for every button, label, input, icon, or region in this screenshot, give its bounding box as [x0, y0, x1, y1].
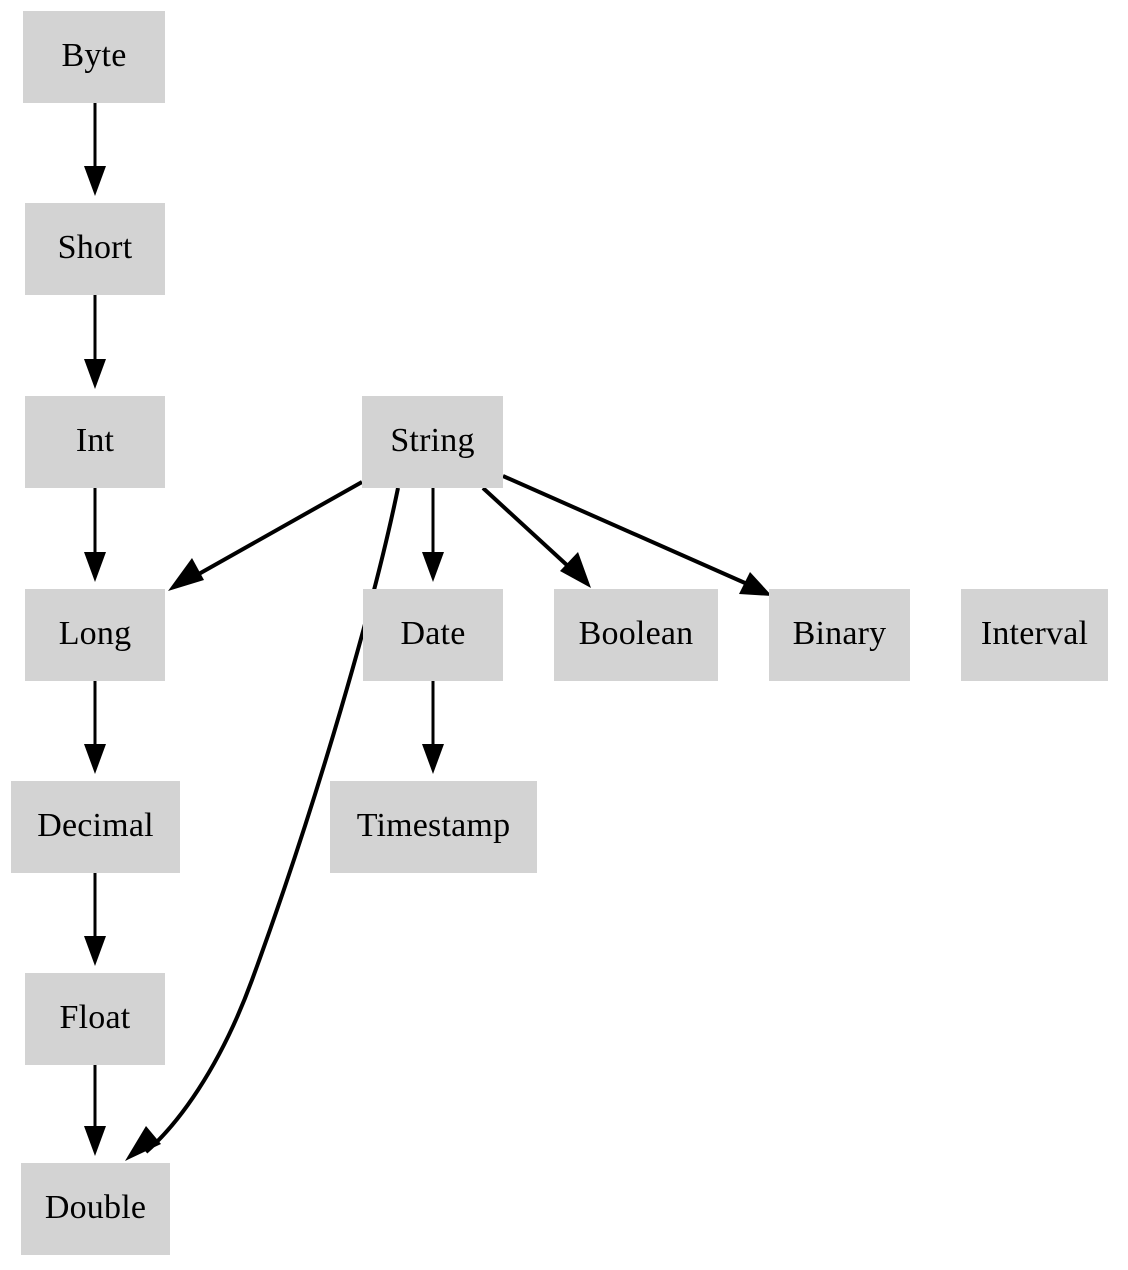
node-double[interactable]: Double — [21, 1163, 170, 1255]
node-byte-label: Byte — [61, 37, 127, 74]
node-date-label: Date — [400, 615, 466, 652]
node-short-label: Short — [57, 229, 133, 266]
node-interval-label: Interval — [980, 615, 1089, 652]
edge-string-date — [422, 488, 444, 582]
node-long[interactable]: Long — [25, 589, 165, 681]
edge-int-long — [84, 488, 106, 582]
node-timestamp-label: Timestamp — [356, 807, 511, 844]
edge-string-binary — [502, 474, 772, 596]
node-string-label: String — [390, 422, 475, 459]
node-byte[interactable]: Byte — [23, 11, 165, 103]
node-decimal[interactable]: Decimal — [11, 781, 180, 873]
node-boolean[interactable]: Boolean — [554, 589, 718, 681]
node-binary[interactable]: Binary — [769, 589, 910, 681]
node-boolean-label: Boolean — [578, 615, 694, 652]
node-int-label: Int — [75, 422, 115, 459]
node-string[interactable]: String — [362, 396, 503, 488]
edge-string-long — [168, 480, 363, 591]
node-binary-label: Binary — [792, 615, 887, 652]
node-decimal-label: Decimal — [37, 807, 154, 844]
node-long-label: Long — [58, 615, 132, 652]
node-timestamp[interactable]: Timestamp — [330, 781, 537, 873]
edge-byte-short — [84, 103, 106, 196]
node-short[interactable]: Short — [25, 203, 165, 295]
node-float-label: Float — [59, 999, 131, 1036]
edge-short-int — [84, 295, 106, 389]
edge-decimal-float — [84, 873, 106, 966]
node-int[interactable]: Int — [25, 396, 165, 488]
edge-string-boolean — [481, 486, 591, 588]
edge-date-timestamp — [422, 681, 444, 774]
node-double-label: Double — [44, 1189, 147, 1226]
node-interval[interactable]: Interval — [961, 589, 1108, 681]
node-float[interactable]: Float — [25, 973, 165, 1065]
node-date[interactable]: Date — [363, 589, 503, 681]
edge-long-decimal — [84, 681, 106, 774]
edge-float-double — [84, 1065, 106, 1156]
